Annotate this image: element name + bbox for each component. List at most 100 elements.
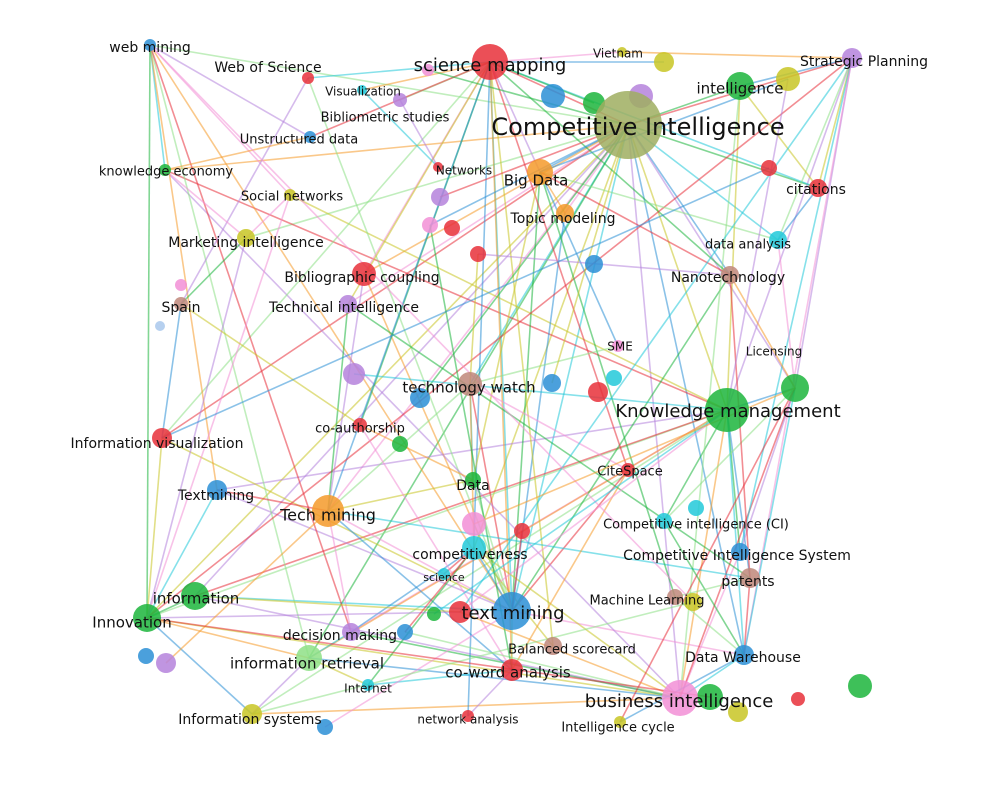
node-machine-learning[interactable] [667, 589, 683, 605]
label-licensing[interactable]: Licensing [746, 345, 802, 359]
node-balanced-scorecard[interactable] [544, 637, 562, 655]
node-licensing[interactable] [781, 374, 809, 402]
label-social-networks[interactable]: Social networks [241, 190, 343, 205]
label-unstructured-data[interactable]: Unstructured data [240, 133, 358, 148]
label-balanced-scorecard[interactable]: Balanced scorecard [508, 643, 636, 658]
node-sme[interactable] [612, 340, 624, 352]
node-decision-making[interactable] [342, 623, 360, 641]
node-co-authorship[interactable] [353, 418, 367, 432]
label-vietnam[interactable]: Vietnam [593, 47, 643, 61]
node-web-mining[interactable] [144, 39, 156, 51]
node-co-word-analysis[interactable] [501, 659, 523, 681]
node-knowledge-economy[interactable] [159, 164, 171, 176]
label-competitive-intelligence-ci[interactable]: Competitive intelligence (CI) [603, 518, 789, 533]
label-machine-learning[interactable]: Machine Learning [590, 594, 705, 609]
node-visualization[interactable] [357, 85, 367, 95]
node-bibliographic-coupling[interactable] [352, 262, 376, 286]
label-technology-watch[interactable]: technology watch [402, 379, 535, 397]
label-sme[interactable]: SME [607, 340, 633, 354]
node-intelligence[interactable] [726, 72, 754, 100]
label-nanotechnology[interactable]: Nanotechnology [671, 270, 785, 286]
label-data-warehouse[interactable]: Data Warehouse [685, 650, 801, 666]
node-information-visualization[interactable] [152, 428, 172, 448]
label-knowledge-management[interactable]: Knowledge management [615, 401, 840, 422]
label-competitive-intelligence-system[interactable]: Competitive Intelligence System [623, 548, 851, 564]
label-data-analysis[interactable]: data analysis [705, 238, 791, 253]
node-information-systems[interactable] [242, 704, 262, 724]
node-citespace[interactable] [621, 463, 635, 477]
label-competitive-intelligence[interactable]: Competitive Intelligence [491, 113, 784, 141]
label-information-systems[interactable]: Information systems [178, 712, 321, 728]
label-intelligence-cycle[interactable]: Intelligence cycle [561, 721, 674, 736]
label-citespace[interactable]: CiteSpace [597, 465, 662, 480]
node-knowledge-management[interactable] [705, 388, 749, 432]
node-competitiveness[interactable] [462, 536, 486, 560]
label-innovation[interactable]: Innovation [92, 614, 171, 632]
node-intelligence-cycle[interactable] [614, 716, 626, 728]
node-spain[interactable] [174, 297, 188, 311]
node-vietnam[interactable] [617, 47, 627, 57]
label-spain[interactable]: Spain [161, 300, 200, 316]
node-tech-mining[interactable] [312, 495, 344, 527]
node-data[interactable] [465, 472, 481, 488]
node-information-retrieval[interactable] [296, 645, 322, 671]
node-networks[interactable] [433, 162, 443, 172]
label-marketing-intelligence[interactable]: Marketing intelligence [168, 235, 323, 251]
node-citations[interactable] [809, 179, 827, 197]
node-technology-watch[interactable] [458, 372, 482, 396]
label-bibliographic-coupling[interactable]: Bibliographic coupling [284, 270, 439, 286]
label-text-mining[interactable]: text mining [461, 603, 564, 624]
node-nanotechnology[interactable] [721, 266, 739, 284]
node-social-networks[interactable] [284, 189, 296, 201]
node-technical-intelligence[interactable] [339, 295, 357, 313]
label-tech-mining[interactable]: Tech mining [279, 506, 376, 525]
node-internet[interactable] [362, 679, 374, 691]
node-unstructured-data[interactable] [304, 131, 316, 143]
label-bibliometric-studies[interactable]: Bibliometric studies [321, 111, 450, 126]
node-bibliometric-studies[interactable] [393, 93, 407, 107]
label-co-word-analysis[interactable]: co-word analysis [445, 664, 571, 682]
label-topic-modeling[interactable]: Topic modeling [510, 211, 616, 227]
node-competitive-intelligence-system[interactable] [731, 543, 749, 561]
label-data[interactable]: Data [456, 478, 489, 494]
label-network-analysis[interactable]: network analysis [417, 713, 518, 727]
node-science[interactable] [438, 568, 450, 580]
label-big-data[interactable]: Big Data [504, 172, 569, 190]
node-text-mining[interactable] [493, 592, 531, 630]
node-web-of-science[interactable] [302, 72, 314, 84]
node-patents[interactable] [740, 568, 760, 588]
label-knowledge-economy[interactable]: knowledge economy [99, 165, 234, 180]
node-textmining[interactable] [207, 480, 227, 500]
node-competitive-intelligence[interactable] [594, 91, 662, 159]
node-data-analysis[interactable] [769, 231, 787, 249]
node-data-warehouse[interactable] [734, 645, 754, 665]
label-science[interactable]: science [423, 571, 465, 584]
label-internet[interactable]: Internet [344, 682, 392, 696]
label-information-retrieval[interactable]: information retrieval [230, 655, 384, 673]
node-business-intelligence[interactable] [662, 680, 698, 716]
node-big-data[interactable] [527, 159, 553, 185]
node-network-analysis[interactable] [462, 710, 474, 722]
label-technical-intelligence[interactable]: Technical intelligence [268, 300, 419, 316]
node-information[interactable] [181, 582, 209, 610]
label-textmining[interactable]: Textmining [177, 488, 254, 504]
label-visualization[interactable]: Visualization [325, 85, 401, 99]
node-science-mapping[interactable] [472, 44, 508, 80]
label-competitiveness[interactable]: competitiveness [412, 547, 527, 563]
label-strategic-planning[interactable]: Strategic Planning [800, 54, 928, 70]
node-innovation[interactable] [133, 604, 161, 632]
label-web-of-science[interactable]: Web of Science [214, 60, 321, 76]
node-marketing-intelligence[interactable] [237, 229, 255, 247]
label-information[interactable]: information [153, 590, 240, 608]
label-networks[interactable]: Networks [436, 164, 492, 178]
label-decision-making[interactable]: decision making [283, 628, 397, 644]
label-patents[interactable]: patents [721, 574, 774, 590]
label-information-visualization[interactable]: Information visualization [71, 436, 244, 452]
label-intelligence[interactable]: intelligence [696, 80, 783, 98]
label-citations[interactable]: citations [786, 182, 846, 198]
node-strategic-planning[interactable] [842, 48, 862, 68]
label-science-mapping[interactable]: science mapping [414, 55, 567, 76]
label-web-mining[interactable]: web mining [109, 40, 190, 56]
node-topic-modeling[interactable] [556, 204, 574, 222]
label-co-authorship[interactable]: co-authorship [315, 422, 405, 437]
